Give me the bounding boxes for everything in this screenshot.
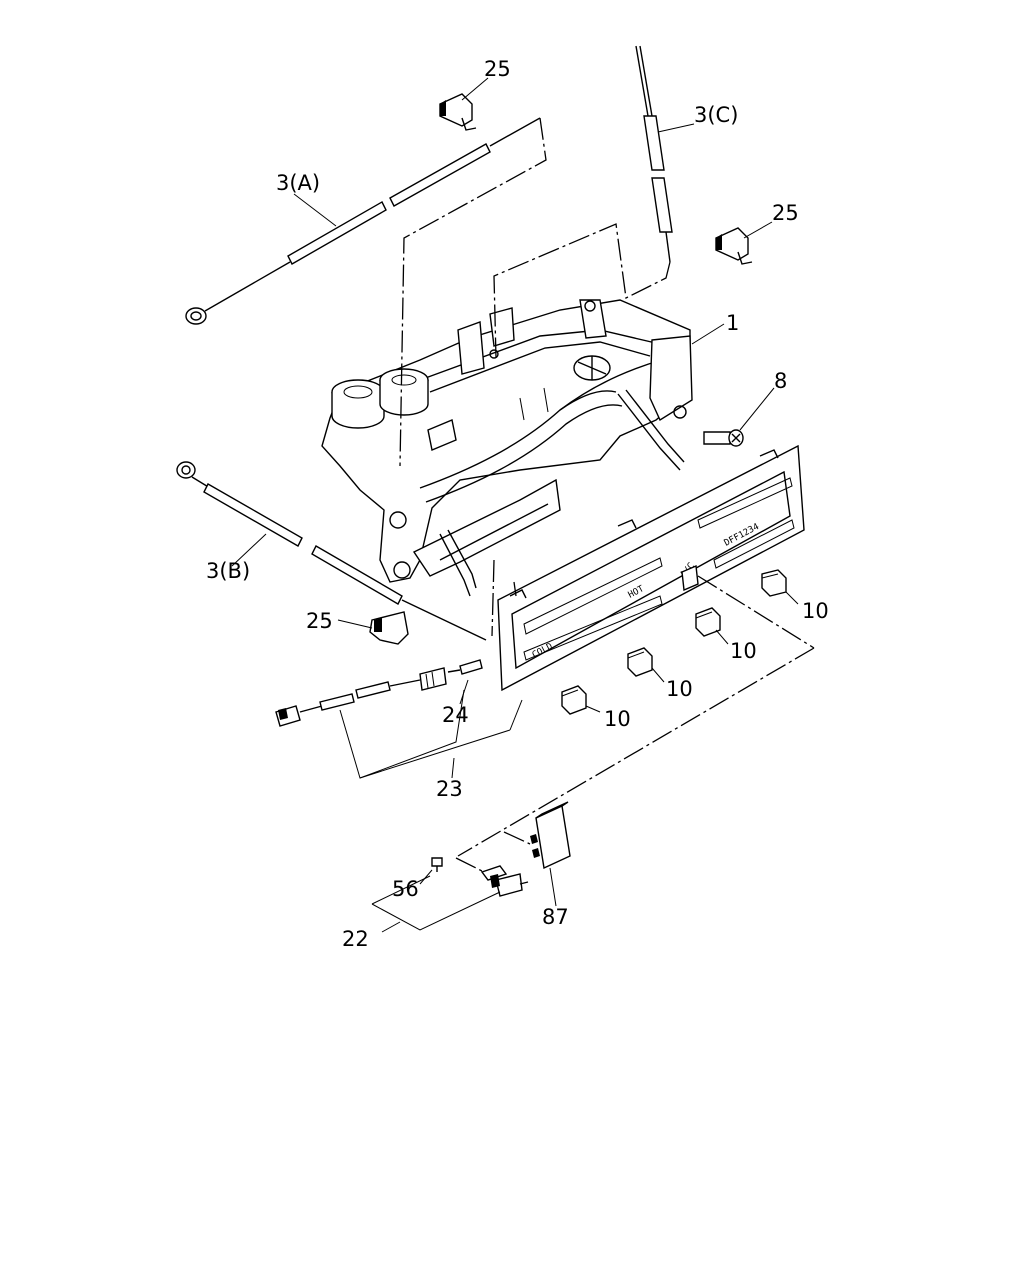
screw-8 [703,429,744,447]
callout-22: 22 [342,927,369,951]
clip-25-top [439,93,477,131]
callout-10-b: 10 [730,639,757,663]
cable-3b [176,461,487,641]
switch-87 [530,801,571,870]
callout-56: 56 [392,877,419,901]
callout-labels: 25 3(A) 3(C) 25 1 8 3(B) 25 10 10 10 10 … [206,57,829,951]
clip-25-right [715,227,753,265]
cable-3a [185,117,541,325]
callout-8: 8 [774,369,787,393]
callout-87: 87 [542,905,569,929]
cable-3c [635,45,673,263]
knob-10-d [561,685,587,715]
callout-25-right: 25 [772,201,799,225]
callout-23: 23 [436,777,463,801]
callout-24: 24 [442,703,469,727]
callout-25-lower: 25 [306,609,333,633]
callout-3c: 3(C) [694,103,738,127]
callout-10-c: 10 [666,677,693,701]
connector-22 [480,865,529,897]
wire-harness-23 [275,667,447,727]
control-face-panel: COLD HOT A/C DFF1234 [497,444,805,692]
callout-10-d: 10 [604,707,631,731]
alignment-lines [399,117,815,873]
clip-25-lower [369,611,409,645]
callout-10-a: 10 [802,599,829,623]
knob-10-a [761,569,787,597]
callout-3b: 3(B) [206,559,250,583]
bolt-56 [431,857,443,872]
leader-lines [231,77,799,933]
control-frame-assembly [321,299,693,597]
sensor-24 [447,659,483,675]
callout-1: 1 [726,311,739,335]
knob-10-b [695,607,721,637]
knob-10-c [627,647,653,677]
callout-25-top: 25 [484,57,511,81]
callout-3a: 3(A) [276,171,320,195]
